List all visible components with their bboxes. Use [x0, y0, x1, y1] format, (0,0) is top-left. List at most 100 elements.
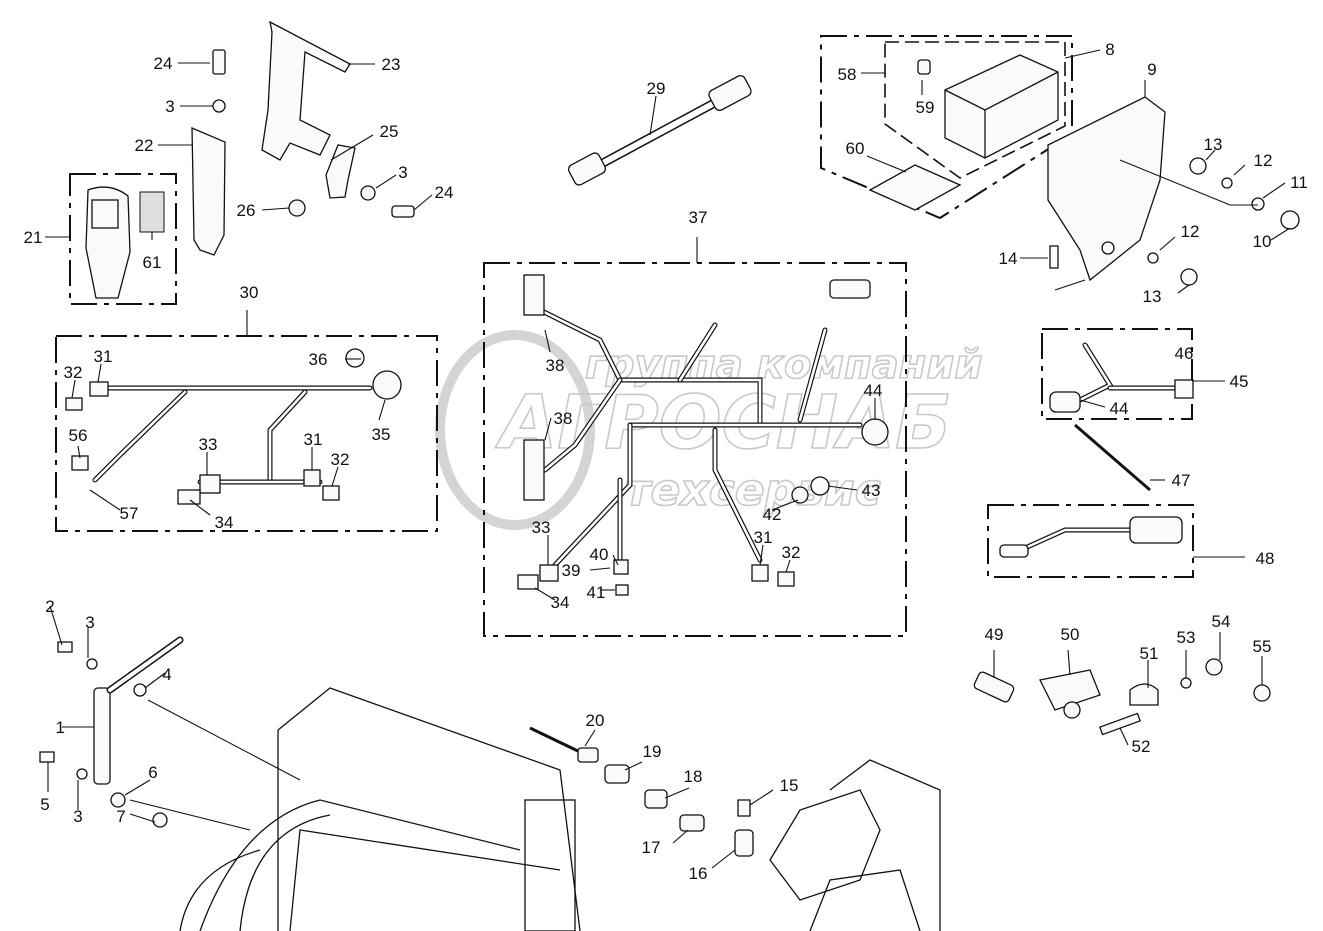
callout-3-lower: 3	[73, 807, 82, 826]
connector-44	[861, 418, 889, 446]
group-box-21	[69, 173, 177, 305]
callout-61: 61	[143, 253, 162, 272]
callout-12-top: 12	[1254, 151, 1273, 170]
fitting-49	[973, 671, 1015, 703]
callout-33-b: 33	[532, 518, 551, 537]
callout-3-right: 3	[398, 163, 407, 182]
callout-16: 16	[689, 864, 708, 883]
nut-13-bottom	[1180, 268, 1198, 286]
cover-61	[139, 191, 165, 233]
callout-4: 4	[162, 665, 171, 684]
callout-38-top: 38	[546, 356, 565, 375]
watermark-emblem	[435, 330, 595, 530]
cap-36	[345, 348, 365, 368]
bolt-24-top	[212, 49, 226, 75]
bracket-25	[325, 144, 356, 199]
washer-11	[1251, 197, 1265, 211]
callout-2: 2	[45, 597, 54, 616]
washer-12-top	[1221, 177, 1233, 189]
callout-31-b: 31	[304, 430, 323, 449]
callout-32-a: 32	[64, 363, 83, 382]
callout-13-bottom: 13	[1143, 287, 1162, 306]
washer-3-top	[212, 99, 226, 113]
nut-55	[1253, 684, 1271, 702]
connector-44-b	[1049, 391, 1081, 413]
callout-21: 21	[24, 228, 43, 247]
bushing-4	[133, 683, 147, 697]
callout-52: 52	[1132, 737, 1151, 756]
callout-5: 5	[40, 795, 49, 814]
plug-34-a	[177, 489, 201, 505]
bolt-5	[39, 751, 55, 763]
clip-41	[615, 584, 629, 596]
bolt-14	[1049, 245, 1059, 269]
leader-lines	[45, 49, 1291, 869]
callout-7: 7	[116, 807, 125, 826]
fitting-20	[577, 747, 599, 763]
callout-25: 25	[380, 122, 399, 141]
cylinder-1	[93, 687, 111, 785]
plug-32-c	[777, 571, 795, 587]
washer-53	[1180, 677, 1192, 689]
pump-assembly	[769, 759, 941, 931]
plug-46	[1174, 379, 1194, 399]
callout-48: 48	[1256, 549, 1275, 568]
cylinder-assembly	[39, 636, 184, 828]
plug-31-a	[89, 381, 109, 397]
hydraulic-fittings	[529, 726, 754, 857]
connector-29-start	[567, 152, 607, 186]
callout-11: 11	[1290, 173, 1308, 192]
callout-44-a: 44	[864, 381, 883, 400]
callout-56: 56	[69, 426, 88, 445]
callout-55: 55	[1253, 637, 1272, 656]
callout-3-top: 3	[165, 97, 174, 116]
block-50	[1039, 669, 1101, 711]
cable-29	[567, 75, 752, 186]
housing-9	[1047, 96, 1166, 282]
callout-43: 43	[862, 481, 881, 500]
callout-46: 46	[1175, 344, 1194, 363]
fitting-16	[734, 829, 754, 857]
clamp-51	[1129, 683, 1159, 706]
callout-32-b: 32	[331, 450, 350, 469]
callout-39: 39	[562, 561, 581, 580]
callout-3: 3	[85, 613, 94, 632]
box-8	[944, 54, 1059, 159]
plug-56	[71, 455, 89, 471]
fitting-17	[679, 814, 705, 832]
cable-tie-47	[1074, 423, 1151, 492]
machine-body	[179, 687, 581, 931]
connector-35	[372, 370, 402, 400]
callout-50: 50	[1061, 625, 1080, 644]
connector-38-bottom	[523, 439, 545, 501]
bracket-23	[261, 20, 351, 161]
bolt-2	[57, 641, 73, 653]
plug-32-b	[322, 485, 340, 501]
connector-48	[1129, 516, 1183, 544]
plug-31-b	[303, 469, 321, 487]
harness-37	[517, 274, 889, 596]
callout-6: 6	[148, 763, 157, 782]
connector-43	[810, 476, 830, 496]
control-box	[868, 54, 1300, 286]
watermark-line3: техсервис	[625, 465, 881, 516]
plug-48	[999, 544, 1029, 558]
bolt-24-right	[391, 205, 415, 218]
group-box-37	[483, 262, 907, 637]
callout-54: 54	[1212, 612, 1231, 631]
callout-30: 30	[240, 283, 259, 302]
callout-9: 9	[1147, 60, 1156, 79]
bolt-52	[1099, 712, 1141, 736]
fitting-18	[644, 789, 668, 809]
bushing-6	[110, 792, 126, 808]
cable-45	[1049, 342, 1194, 413]
plug-31-c	[751, 564, 769, 582]
callout-24-right: 24	[435, 183, 454, 202]
callout-32-c: 32	[782, 543, 801, 562]
connector-44-top	[829, 279, 871, 299]
callout-44-b: 44	[1110, 399, 1129, 418]
washer-12-bottom	[1147, 252, 1159, 264]
connector-29-end	[708, 75, 752, 111]
callout-1: 1	[56, 718, 65, 737]
